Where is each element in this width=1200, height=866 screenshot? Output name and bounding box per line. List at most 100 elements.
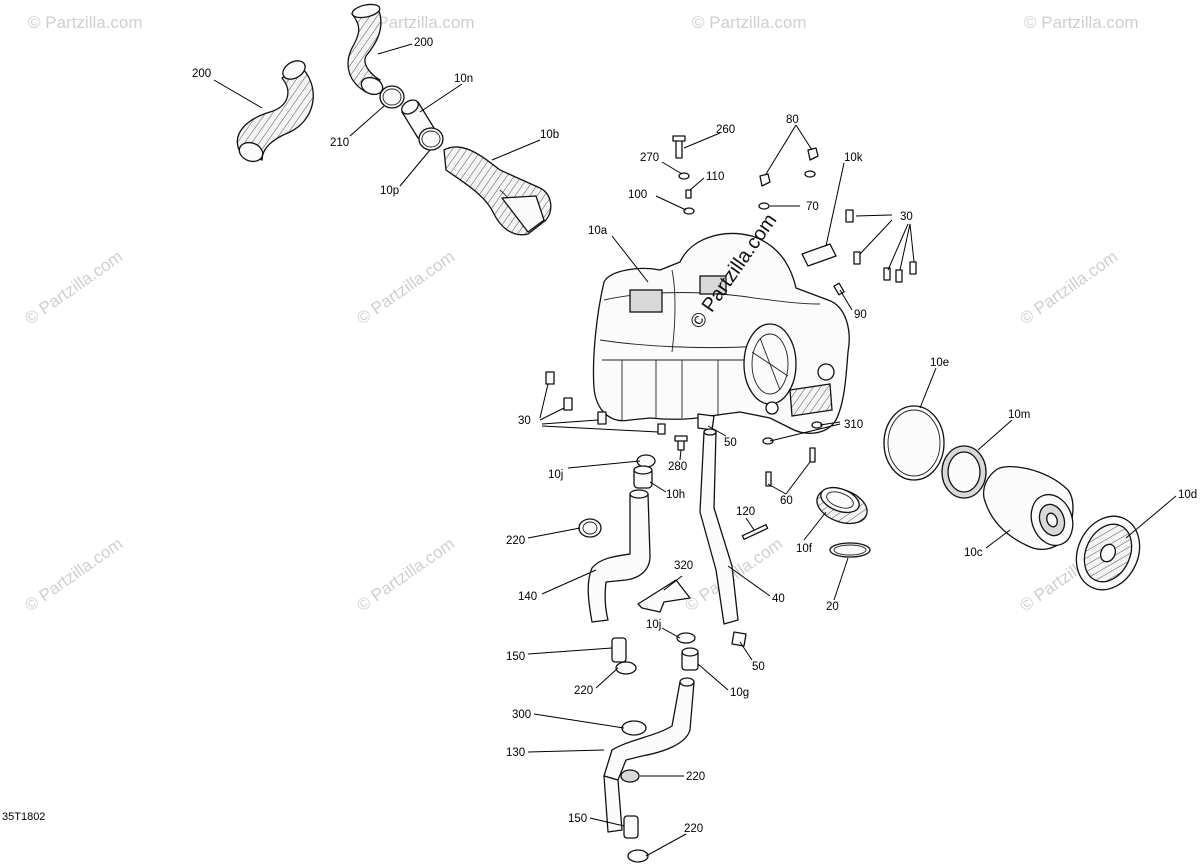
- callout-10g: 10g: [730, 687, 749, 699]
- nut-80-b: [807, 147, 819, 161]
- seal-10e: [883, 405, 945, 481]
- callout-60: 60: [780, 495, 793, 507]
- clamp-20: [829, 542, 871, 558]
- callout-50: 50: [724, 437, 737, 449]
- clamp-220-d: [627, 849, 649, 863]
- watermark: © Partzilla.com: [353, 534, 458, 615]
- bolt-260: [672, 135, 686, 159]
- callout-110: 110: [706, 171, 724, 183]
- callout-10b: 10b: [540, 129, 559, 141]
- callout-140: 140: [518, 591, 537, 603]
- duct-200-upper: [347, 3, 384, 96]
- pin-120: [741, 524, 769, 540]
- callout-220: 220: [506, 535, 525, 547]
- clamp-220-b: [615, 661, 637, 675]
- diagram-code: 35T1802: [2, 811, 45, 823]
- fitting-50-lower: [731, 631, 747, 647]
- callout-20: 20: [826, 601, 839, 613]
- callout-130: 130: [506, 747, 525, 759]
- watermark: © Partzilla.com: [21, 534, 126, 615]
- callout-10d: 10d: [1178, 489, 1197, 501]
- bolt-280: [674, 435, 688, 451]
- coupler-150-b: [623, 815, 639, 839]
- coupler-10f: [816, 486, 868, 525]
- callout-10m: 10m: [1008, 409, 1030, 421]
- callout-10j: 10j: [646, 619, 661, 631]
- watermark: © Partzilla.com: [21, 247, 126, 328]
- watermark: © Partzilla.com: [1024, 13, 1139, 32]
- watermark: © Partzilla.com: [360, 13, 475, 32]
- shield-320: [637, 579, 691, 613]
- airbox-10a: [592, 232, 850, 434]
- callout-10e: 10e: [930, 357, 949, 369]
- coupler-150-a: [611, 637, 627, 663]
- coupler-10g: [681, 647, 699, 671]
- callout-320: 320: [674, 560, 693, 572]
- hose-130: [603, 677, 695, 833]
- watermark: © Partzilla.com: [353, 247, 458, 328]
- callout-310: 310: [844, 419, 863, 431]
- washer-70-a: [758, 202, 770, 210]
- clamp-220-c: [620, 769, 640, 783]
- nut-80-a: [759, 173, 771, 187]
- clamp-220-a: [578, 518, 602, 538]
- callout-200: 200: [414, 37, 433, 49]
- callout-10n: 10n: [454, 73, 473, 85]
- callout-220: 220: [574, 685, 593, 697]
- callout-260: 260: [716, 124, 735, 136]
- hose-10h: [633, 465, 653, 489]
- callout-10k: 10k: [844, 152, 863, 164]
- ring-10m: [941, 445, 987, 499]
- clip-30-left-group: [545, 371, 666, 435]
- callout-40: 40: [772, 593, 785, 605]
- filter-10c: [982, 465, 1074, 551]
- washer-270: [678, 172, 690, 180]
- clamp-210: [379, 85, 405, 109]
- label-10k: [801, 243, 837, 267]
- hose-40: [699, 428, 739, 625]
- hose-140: [587, 489, 651, 623]
- bolt-90: [833, 282, 845, 296]
- callout-10p: 10p: [380, 185, 399, 197]
- callout-200: 200: [192, 68, 211, 80]
- callout-70: 70: [806, 201, 819, 213]
- callout-80: 80: [786, 114, 799, 126]
- washer-100: [683, 207, 695, 215]
- bolt-110: [685, 189, 692, 199]
- callout-220: 220: [684, 823, 703, 835]
- callout-220: 220: [686, 771, 705, 783]
- callout-10f: 10f: [796, 543, 813, 555]
- callout-90: 90: [854, 309, 867, 321]
- callout-100: 100: [628, 189, 647, 201]
- callout-10c: 10c: [964, 547, 983, 559]
- watermark: © Partzilla.com: [692, 13, 807, 32]
- callout-300: 300: [512, 709, 531, 721]
- clamp-10p: [418, 127, 444, 151]
- callout-labels: 200 200 10n 210 10b 10p 260 80 270 110 1…: [192, 37, 1197, 835]
- duct-200-left: [236, 60, 314, 163]
- callout-270: 270: [640, 152, 659, 164]
- duct-10b: [443, 146, 552, 236]
- callout-280: 280: [668, 461, 687, 473]
- watermark: © Partzilla.com: [28, 13, 143, 32]
- callout-50: 50: [752, 661, 765, 673]
- clamp-10j-lower: [676, 632, 696, 644]
- callout-10j: 10j: [548, 469, 563, 481]
- callout-30: 30: [900, 211, 913, 223]
- leader-lines: [213, 43, 1177, 857]
- washer-70-b: [804, 170, 816, 178]
- callout-30: 30: [518, 415, 531, 427]
- fitting-310-b: [762, 437, 774, 445]
- seal-300: [621, 720, 647, 736]
- callout-120: 120: [736, 506, 755, 518]
- callout-10h: 10h: [666, 489, 685, 501]
- cover-10d: [1075, 515, 1141, 591]
- callout-150: 150: [568, 813, 587, 825]
- callout-210: 210: [330, 137, 349, 149]
- watermark: © Partzilla.com: [1016, 247, 1121, 328]
- bolts-60: [765, 447, 816, 487]
- clip-30-group: [845, 209, 917, 283]
- callout-10a: 10a: [588, 225, 608, 237]
- callout-150: 150: [506, 651, 525, 663]
